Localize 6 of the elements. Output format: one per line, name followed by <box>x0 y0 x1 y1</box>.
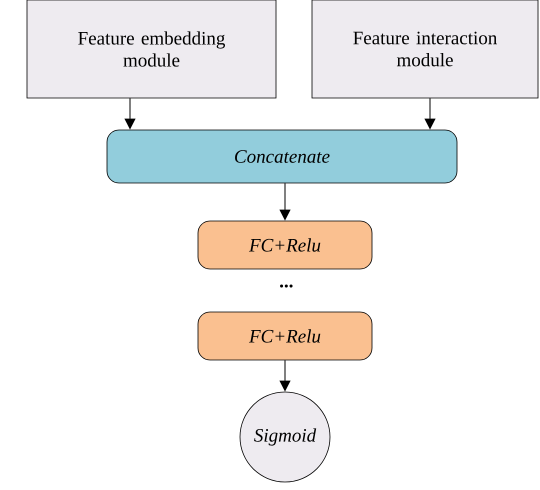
module-box: Feature interaction module <box>312 0 538 98</box>
module-box: Feature embedding module <box>26 0 276 98</box>
process-box: FC+Relu <box>198 220 372 270</box>
process-box: FC+Relu <box>198 312 372 360</box>
ellipsis: ... <box>280 284 293 288</box>
process-box: Concatenate <box>106 130 458 184</box>
